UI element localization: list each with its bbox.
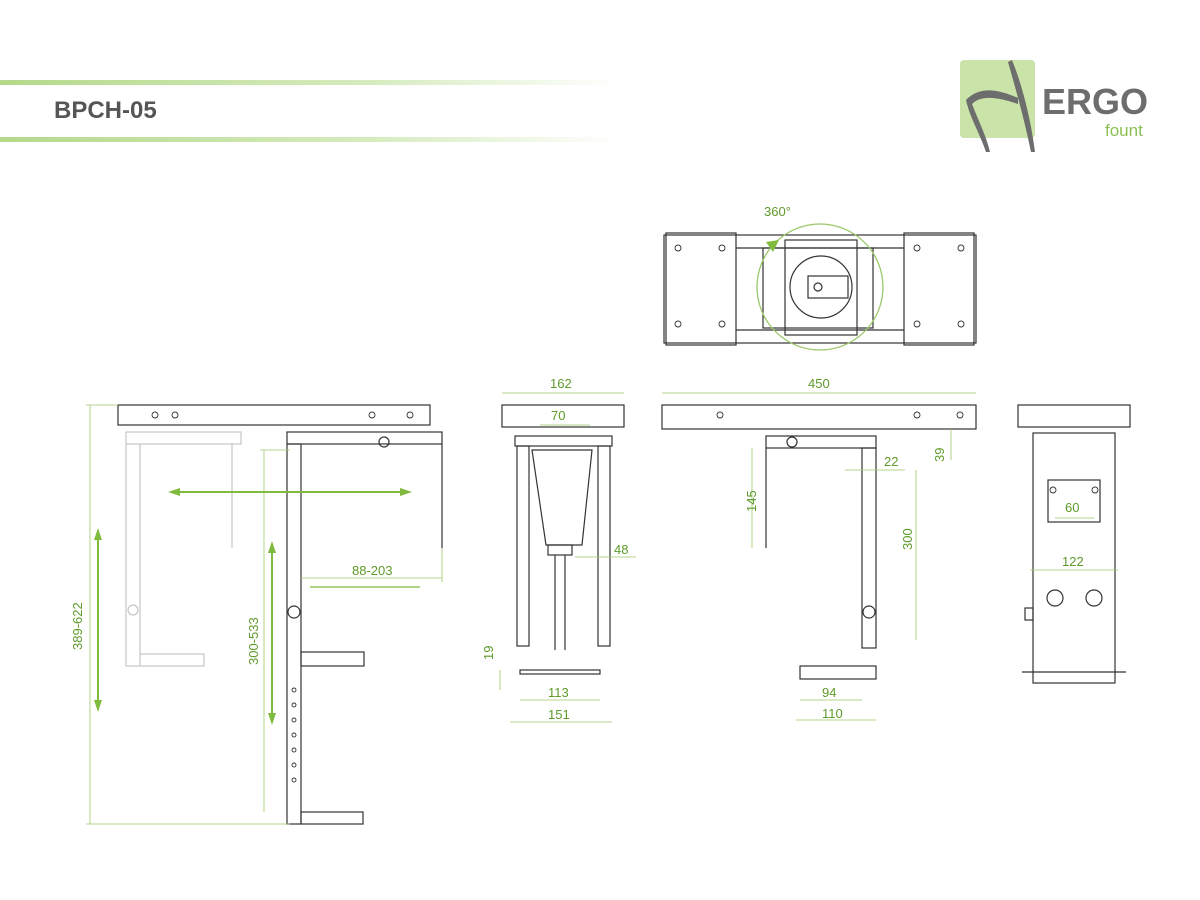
dim-knob-spacing: 122	[1062, 554, 1084, 569]
header-band-top	[0, 80, 620, 85]
logo-sub: fount	[1105, 121, 1143, 140]
side-view: 389-622 300-533 88-203	[70, 404, 443, 825]
dim-length: 450	[808, 376, 830, 391]
logo-brand: ERGO	[1042, 81, 1148, 122]
end-view: 60 122	[1017, 404, 1131, 684]
dim-side-offset: 48	[614, 542, 628, 557]
top-view: 360°	[663, 204, 977, 351]
dim-hole-spacing: 60	[1065, 500, 1079, 515]
dim-foot-outer: 110	[822, 706, 843, 721]
dim-width-adjust: 88-203	[352, 563, 392, 578]
header-band-bottom	[0, 137, 620, 142]
dim-outer-base: 151	[548, 707, 570, 722]
dim-offset: 22	[884, 454, 898, 469]
dim-arm-height: 145	[744, 490, 759, 512]
dim-height-total: 389-622	[70, 602, 85, 650]
dim-inner-height: 300	[900, 528, 915, 550]
dim-foot-height: 19	[481, 646, 496, 660]
ergofount-logo: ERGO fount	[960, 60, 1148, 152]
dim-clamp-width: 70	[551, 408, 565, 423]
adjust-holes	[291, 687, 297, 783]
dim-top-height: 39	[932, 448, 947, 462]
dim-foot-inner: 94	[822, 685, 836, 700]
dim-top-width: 162	[550, 376, 572, 391]
rear-view: 450 39 22 145 300 94 110	[661, 376, 977, 721]
front-view: 162 70 48 19 113 151	[481, 376, 636, 723]
dim-height-inner: 300-533	[246, 617, 261, 665]
rotation-label: 360°	[764, 204, 791, 219]
dim-inner-base: 113	[548, 685, 569, 700]
product-title: BPCH-05	[54, 97, 157, 124]
